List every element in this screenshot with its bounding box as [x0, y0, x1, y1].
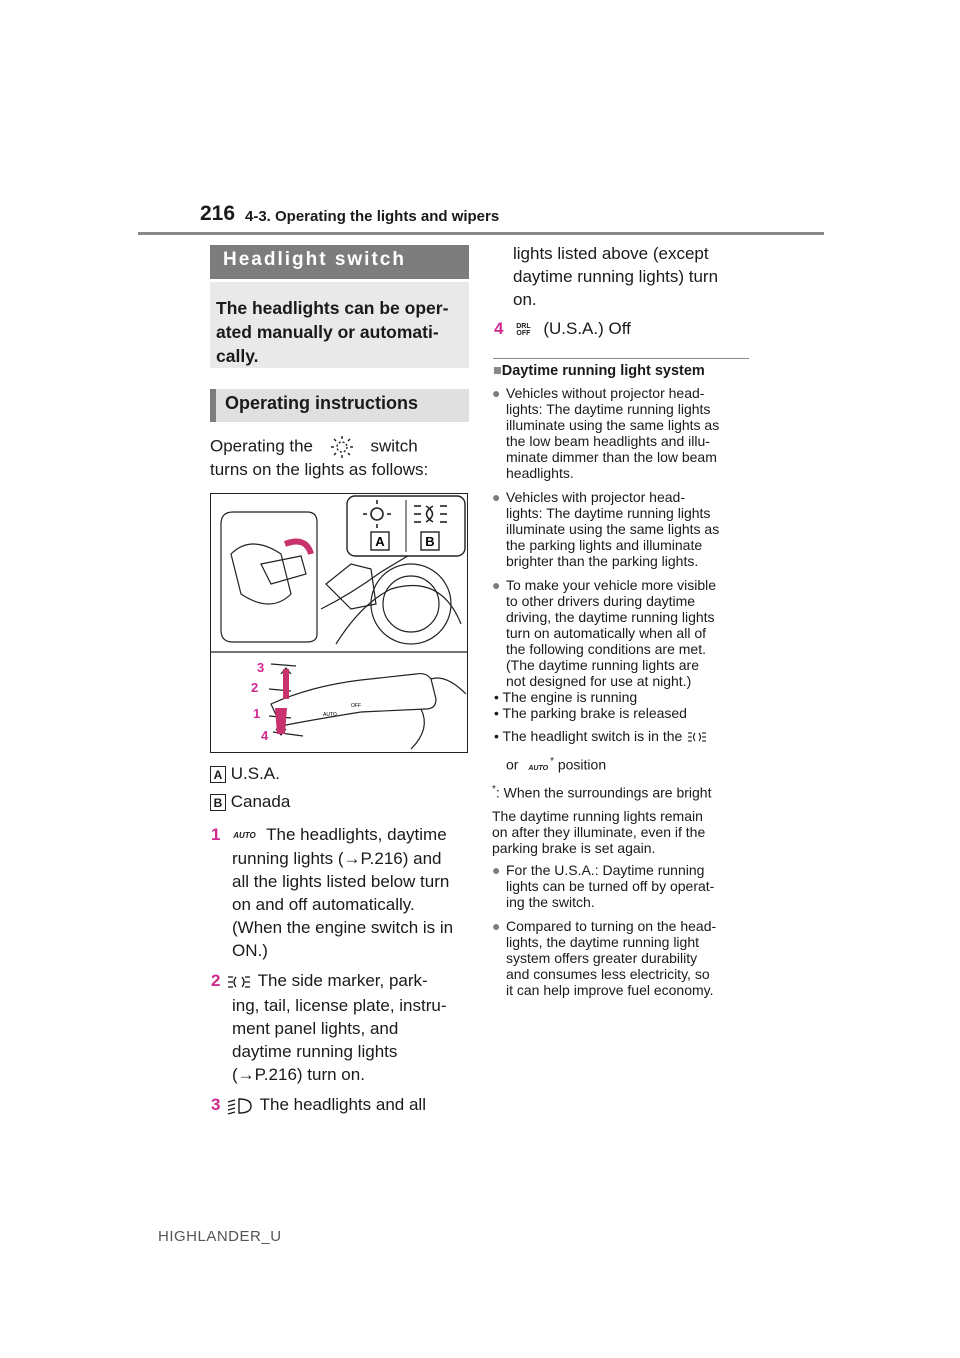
- item-2-line-3: ment panel lights, and: [232, 1019, 399, 1038]
- headlight-switch-banner: Headlight switch: [210, 245, 469, 279]
- section-title-drl: Daytime running light system: [501, 363, 705, 379]
- item-3-cont-1: lights listed above (except: [513, 244, 709, 263]
- bullet-1-line-2: lights: The daytime running lights: [506, 401, 711, 417]
- bullet-3-line-7: not designed for use at night.): [506, 673, 692, 689]
- bullet-3-line-5: the following conditions are met.: [506, 641, 706, 657]
- item-1-number: 1: [211, 825, 221, 844]
- condition-brake: • The parking brake is released: [494, 705, 687, 721]
- legend-tag-a: A: [210, 766, 226, 783]
- header-divider: [138, 232, 824, 235]
- headlight-on-icon: [228, 1097, 252, 1115]
- legend-tag-b: B: [210, 794, 226, 811]
- bullet-2-line-2: lights: The daytime running lights: [506, 505, 711, 521]
- lead-line-1: Operating the switch: [210, 434, 418, 460]
- drl-section-heading: ■Daytime running light system: [493, 363, 705, 379]
- item-3-number: 3: [211, 1095, 221, 1114]
- bullet-2: ● Vehicles with projector head-: [492, 489, 685, 505]
- remain-line-2: on after they illuminate, even if the: [492, 824, 706, 840]
- legend-usa: A U.S.A.: [210, 762, 280, 786]
- bullet-1: ● Vehicles without projector head-: [492, 385, 705, 401]
- bullet-3-line-2: to other drivers during daytime: [506, 593, 696, 609]
- switch-illustration: A B 3 2 1 4 AUTO OFF: [211, 495, 467, 750]
- remain-line-3: parking brake is set again.: [492, 840, 656, 856]
- item-2-line-4: daytime running lights: [232, 1042, 398, 1061]
- item-3-cont-2: daytime running lights) turn: [513, 267, 719, 286]
- item-3: 3 The headlights and all: [211, 1093, 426, 1117]
- bullet-2-line-5: brighter than the parking lights.: [506, 553, 699, 569]
- model-footer: HIGHLANDER_U: [158, 1228, 282, 1245]
- headlight-off-icon: [330, 436, 353, 458]
- remain-line-1: The daytime running lights remain: [492, 808, 703, 824]
- page-number: 216: [200, 202, 236, 225]
- sub-banner-title: Operating instructions: [225, 393, 419, 413]
- item-2-line-2: ing, tail, license plate, instru-: [232, 996, 447, 1015]
- bullet-4-line-2: lights can be turned off by operat-: [506, 878, 715, 894]
- lead-text-a: Operating the: [210, 436, 314, 456]
- bullet-5-line-2: lights, the daytime running light: [506, 934, 699, 950]
- item-1-line-2: running lights (→P.216) and: [232, 849, 442, 868]
- legend-canada: B Canada: [210, 790, 290, 814]
- intro-text: The headlights can be oper-ated manually…: [216, 298, 449, 366]
- condition-engine: • The engine is running: [494, 689, 638, 705]
- bullet-2-line-3: illuminate using the same lights as: [506, 521, 720, 537]
- bullet-3: ● To make your vehicle more visible: [492, 577, 717, 593]
- fig-off-label: OFF: [351, 703, 361, 709]
- fig-num-4: 4: [261, 728, 269, 743]
- bullet-5: ● Compared to turning on the head-: [492, 918, 717, 934]
- auto-icon: AUTO: [233, 830, 256, 840]
- headlight-switch-figure: A B 3 2 1 4 AUTO OFF: [210, 493, 468, 753]
- footnote: *: When the surroundings are bright: [492, 784, 712, 801]
- section-title: 4-3. Operating the lights and wipers: [245, 208, 500, 225]
- legend-usa-text: U.S.A.: [230, 764, 280, 783]
- bullet-3-line-6: (The daytime running lights are: [506, 657, 699, 673]
- section-divider: [493, 358, 749, 359]
- item-4-text: (U.S.A.) Off: [543, 319, 631, 338]
- bullet-1-line-5: minate dimmer than the low beam: [506, 449, 717, 465]
- bullet-5-line-3: system offers greater durability: [506, 950, 698, 966]
- bullet-4: ● For the U.S.A.: Daytime running: [492, 862, 705, 878]
- item-1-line-6: ON.): [232, 941, 268, 960]
- condition-switch: • The headlight switch is in the: [494, 728, 708, 744]
- item-1-line-3: all the lights listed below turn: [232, 872, 450, 891]
- bullet-5-line-5: it can help improve fuel economy.: [506, 982, 714, 998]
- item-3-cont-3: on.: [513, 290, 537, 309]
- fig-num-2: 2: [251, 680, 258, 695]
- lead-text-b: switch: [370, 436, 418, 456]
- bullet-3-line-3: driving, the daytime running lights: [506, 609, 715, 625]
- fig-tag-b: B: [425, 534, 434, 549]
- operating-instructions-banner: Operating instructions: [210, 389, 469, 422]
- item-1-line-5: (When the engine switch is in: [232, 918, 454, 937]
- lead-line-2: turns on the lights as follows:: [210, 460, 429, 479]
- bullet-1-line-6: headlights.: [506, 465, 574, 481]
- bullet-1-line-3: illuminate using the same lights as: [506, 417, 720, 433]
- banner-title: Headlight switch: [223, 249, 406, 270]
- bullet-5-line-4: and consumes less electricity, so: [506, 966, 710, 982]
- legend-canada-text: Canada: [230, 792, 291, 811]
- condition-switch-line-2: or AUTO* position: [506, 756, 607, 773]
- item-2: 2 The side marker, park-: [211, 969, 428, 993]
- bullet-1-line-4: the low beam headlights and illu-: [506, 433, 710, 449]
- fig-auto-label: AUTO: [323, 712, 337, 718]
- fig-num-1: 1: [253, 706, 260, 721]
- fig-num-3: 3: [257, 660, 264, 675]
- item-1-line-4: on and off automatically.: [232, 895, 415, 914]
- item-2-number: 2: [211, 971, 221, 990]
- bullet-4-line-3: ing the switch.: [506, 894, 595, 910]
- parking-light-icon: [228, 975, 251, 988]
- item-2-line-1: The side marker, park-: [257, 971, 428, 990]
- item-2-line-5: (→P.216) turn on.: [232, 1065, 365, 1084]
- bullet-3-line-4: turn on automatically when all of: [506, 625, 706, 641]
- item-3-line-1: The headlights and all: [259, 1095, 426, 1114]
- intro-box: The headlights can be oper-ated manually…: [210, 282, 469, 368]
- item-1: 1 AUTO The headlights, daytime: [211, 823, 447, 848]
- bullet-2-line-4: the parking lights and illuminate: [506, 537, 703, 553]
- section-marker: ■: [493, 363, 502, 379]
- parking-light-icon-small: [688, 732, 707, 742]
- item-1-line-1: The headlights, daytime: [266, 825, 447, 844]
- auto-icon-small: AUTO: [528, 764, 549, 772]
- fig-tag-a: A: [375, 534, 385, 549]
- item-4-number: 4: [494, 319, 504, 338]
